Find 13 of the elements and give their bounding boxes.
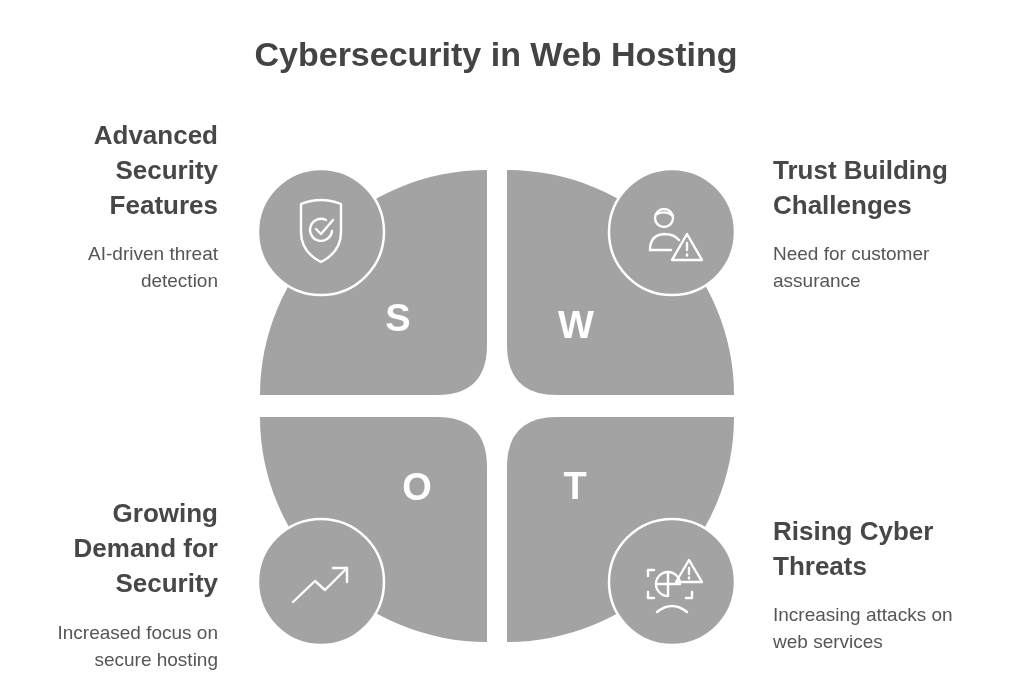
quadrant-letter: O — [402, 468, 432, 506]
description: AI-driven threat detection — [87, 242, 218, 293]
heading: Growing Demand for Security — [72, 497, 218, 600]
description: Increased focus on secure hosting — [56, 621, 218, 672]
heading: Trust Building Challenges — [773, 154, 949, 222]
heading: Advanced Security Features — [92, 119, 218, 222]
description: Need for customer assurance — [773, 242, 931, 293]
title: Cybersecurity in Web Hosting — [253, 34, 739, 75]
description: Increasing attacks on web services — [773, 603, 954, 654]
quadrant-letter: S — [385, 299, 411, 337]
heading: Rising Cyber Threats — [773, 515, 935, 583]
quadrant-letter: W — [558, 306, 594, 344]
quadrant-letter: T — [563, 467, 587, 505]
